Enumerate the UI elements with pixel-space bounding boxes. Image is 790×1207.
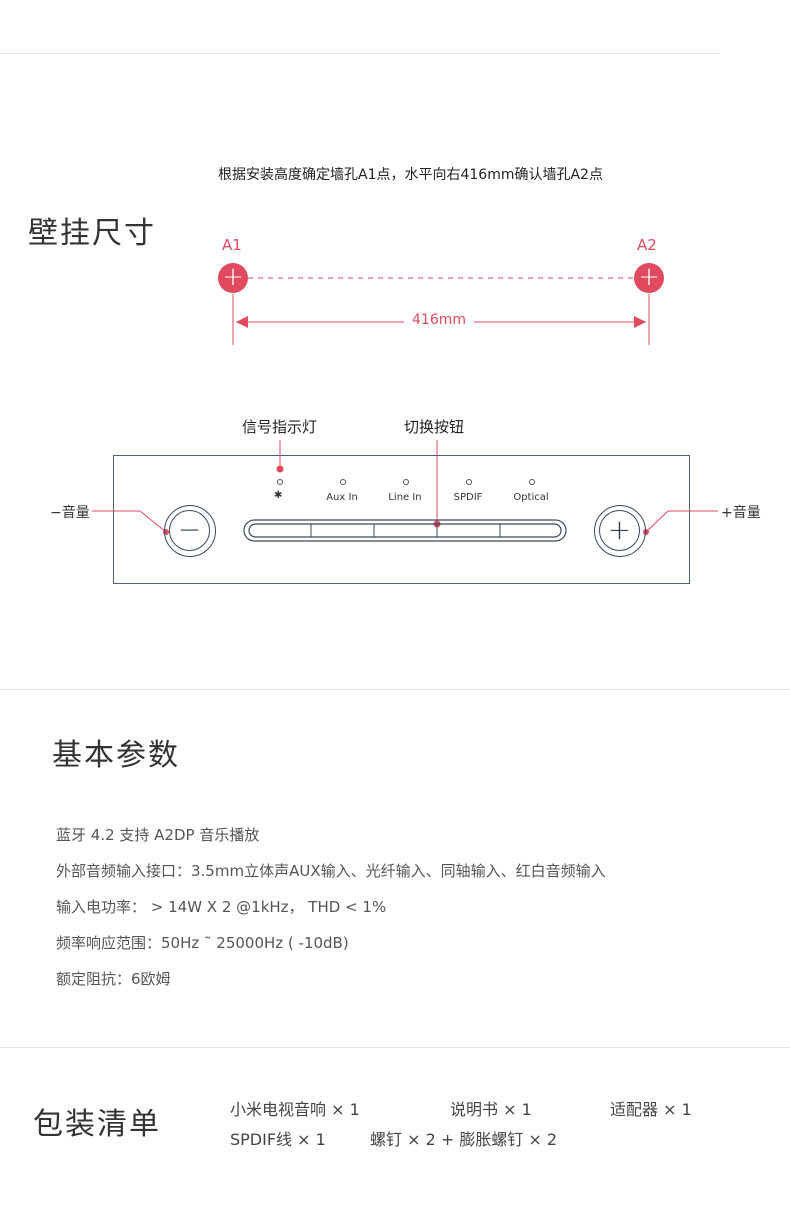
package-item: 小米电视音响 × 1 xyxy=(230,1100,360,1119)
specs-section-title: 基本参数 xyxy=(52,738,180,773)
package-item: 适配器 × 1 xyxy=(610,1100,692,1119)
volume-up-button[interactable]: + xyxy=(594,505,646,557)
bluetooth-indicator-led xyxy=(277,479,283,485)
point-a1-label: A1 xyxy=(222,236,242,254)
minus-icon: − xyxy=(169,510,210,551)
source-label-optical: Optical xyxy=(513,492,549,503)
spec-line: 频率响应范围：50Hz ˜ 25000Hz ( -10dB) xyxy=(56,934,349,952)
signal-light-callout: 信号指示灯 xyxy=(242,418,318,436)
mount-instruction: 根据安装高度确定墙孔A1点，水平向右416mm确认墙孔A2点 xyxy=(218,167,603,183)
spdif-led xyxy=(466,479,472,485)
package-item: 螺钉 × 2 + 膨胀螺钉 × 2 xyxy=(370,1130,558,1149)
volume-up-label: +音量 xyxy=(721,505,761,521)
switch-button-callout: 切换按钮 xyxy=(404,418,465,436)
source-label-aux-in: Aux In xyxy=(326,492,358,503)
mount-section-title: 壁挂尺寸 xyxy=(28,216,156,251)
spec-line: 外部音频输入接口：3.5mm立体声AUX输入、光纤输入、同轴输入、红白音频输入 xyxy=(56,862,606,880)
spec-line: 输入电功率： > 14W X 2 @1kHz， THD < 1% xyxy=(56,898,387,916)
switch-button-bar[interactable] xyxy=(240,516,570,546)
line-in-led xyxy=(403,479,409,485)
package-section-title: 包装清单 xyxy=(33,1107,161,1142)
plus-icon: + xyxy=(599,510,640,551)
volume-down-button[interactable]: − xyxy=(164,505,216,557)
point-a2-label: A2 xyxy=(637,236,657,254)
spec-line: 蓝牙 4.2 支持 A2DP 音乐播放 xyxy=(56,826,260,844)
package-item: 说明书 × 1 xyxy=(450,1100,532,1119)
optical-led xyxy=(529,479,535,485)
source-label-spdif: SPDIF xyxy=(453,492,483,503)
point-a2-marker-icon: + xyxy=(634,263,664,293)
package-divider xyxy=(0,1047,790,1048)
volume-down-label: −音量 xyxy=(50,505,90,521)
panel-callout-lines xyxy=(92,440,718,535)
source-label-line-in: Line In xyxy=(388,492,422,503)
specs-divider xyxy=(0,689,790,690)
aux-in-led xyxy=(340,479,346,485)
top-divider xyxy=(0,53,720,54)
bluetooth-icon: ✱ xyxy=(274,490,283,501)
point-a1-marker-icon: + xyxy=(218,263,248,293)
distance-label: 416mm xyxy=(404,312,474,328)
spec-line: 额定阻抗：6欧姆 xyxy=(56,970,171,988)
control-panel xyxy=(113,455,690,584)
package-item: SPDIF线 × 1 xyxy=(230,1130,326,1149)
